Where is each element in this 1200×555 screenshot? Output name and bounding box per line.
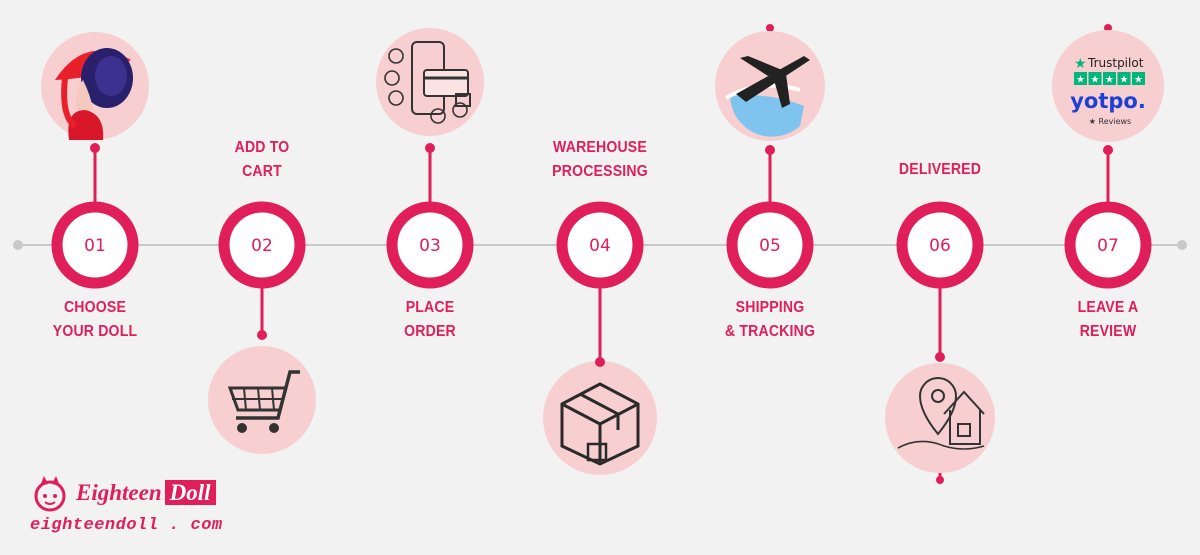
step-connector-dot [1103, 145, 1113, 155]
step-icon-bubble [1052, 30, 1164, 142]
step-connector-dot [90, 143, 100, 153]
step-06: 06 [885, 201, 995, 484]
step-number: 06 [929, 236, 951, 256]
doll-avatar-icon [55, 48, 133, 140]
trustpilot-rating-star [1103, 72, 1116, 85]
step-number-ring [726, 201, 814, 289]
step-label-line: ADD TO [234, 139, 290, 156]
yotpo-reviews-label: ★ Reviews [1089, 117, 1131, 126]
svg-text:★: ★ [1091, 75, 1100, 86]
svg-text:★: ★ [1076, 75, 1085, 86]
step-connector-dot [765, 145, 775, 155]
step-05: 05 [715, 24, 825, 289]
brand-mascot-icon [34, 476, 66, 512]
step-label-line: CHOOSE [63, 299, 127, 316]
shopping-cart-icon [227, 370, 300, 433]
step-label-line: PLACE [405, 299, 455, 316]
trustpilot-rating-star [1132, 72, 1145, 85]
package-box-icon [560, 382, 640, 466]
step-label-line: & TRACKING [724, 323, 816, 340]
step-number-ring [51, 201, 139, 289]
step-label-line: LEAVE A [1077, 299, 1139, 316]
timeline-start-dot [13, 240, 23, 250]
step-label-line: DELIVERED [898, 161, 982, 178]
step-number: 02 [251, 236, 273, 256]
step-connector-dot [935, 352, 945, 362]
step-decor-dot [1104, 24, 1112, 32]
step-number-ring [1064, 201, 1152, 289]
step-label: ADD TO CART [187, 136, 337, 184]
step-label-line: REVIEW [1079, 323, 1137, 340]
step-number-ring [556, 201, 644, 289]
yotpo-label: yotpo. [1070, 89, 1146, 113]
step-icon-bubble [885, 363, 995, 473]
trustpilot-rating-star [1074, 72, 1087, 85]
step-number: 01 [84, 236, 106, 256]
step-label-line: CART [242, 163, 282, 180]
step-label-line: PROCESSING [552, 163, 648, 180]
step-number: 07 [1097, 236, 1119, 256]
brand-url: eighteendoll . com [30, 516, 223, 535]
step-label-line: SHIPPING [735, 299, 805, 316]
step-connector-dot [257, 330, 267, 340]
step-02: 02 [208, 201, 316, 454]
payment-phone-icon [384, 41, 471, 124]
step-label-line: ORDER [404, 323, 456, 340]
trustpilot-rating-star [1117, 72, 1131, 85]
step-number-ring [218, 201, 306, 289]
step-icon-bubble [543, 361, 657, 475]
step-label-line: WAREHOUSE [553, 139, 647, 156]
step-label-line: YOUR DOLL [52, 323, 138, 340]
step-04: 04 [543, 201, 657, 475]
step-connector-dot [595, 357, 605, 367]
step-03: 03 [376, 28, 484, 289]
review-badges-icon: ★Trustpilot★★★★★yotpo.★ Reviews [1070, 56, 1146, 126]
svg-text:★: ★ [1105, 75, 1114, 86]
step-connector-dot [425, 143, 435, 153]
trustpilot-label: Trustpilot [1087, 56, 1144, 70]
step-number: 05 [759, 236, 781, 256]
step-label: SHIPPING & TRACKING [695, 296, 845, 344]
trustpilot-rating-star [1088, 72, 1102, 85]
svg-text:★: ★ [1120, 75, 1129, 86]
house-location-icon [897, 377, 985, 450]
svg-text:★: ★ [1134, 75, 1143, 86]
step-label: DELIVERED [865, 158, 1015, 182]
step-number-ring [386, 201, 474, 289]
step-decor-dot [936, 476, 944, 484]
step-label: WAREHOUSE PROCESSING [525, 136, 675, 184]
step-number-ring [896, 201, 984, 289]
step-number: 04 [589, 236, 611, 256]
step-label: CHOOSE YOUR DOLL [20, 296, 170, 344]
step-decor-dot [766, 24, 774, 32]
step-label: LEAVE A REVIEW [1033, 296, 1183, 344]
step-01: 01 [41, 32, 149, 289]
trustpilot-star-icon: ★ [1074, 56, 1087, 72]
step-number: 03 [419, 236, 441, 256]
step-label: PLACE ORDER [355, 296, 505, 344]
timeline-end-dot [1177, 240, 1187, 250]
airplane-globe-icon [724, 56, 810, 137]
